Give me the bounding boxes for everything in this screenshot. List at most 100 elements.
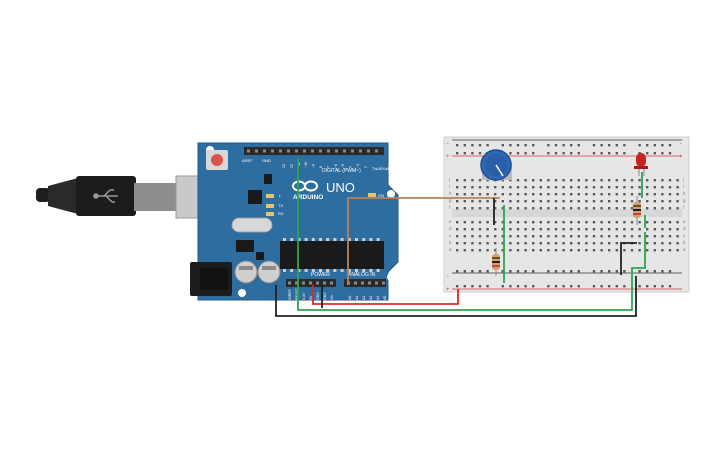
breadboard-hole[interactable]	[608, 193, 611, 196]
breadboard-hole[interactable]	[562, 144, 565, 147]
breadboard-hole[interactable]	[478, 235, 482, 238]
breadboard-hole[interactable]	[509, 270, 512, 273]
breadboard-hole[interactable]	[638, 249, 641, 252]
breadboard-hole[interactable]	[562, 235, 565, 238]
breadboard-hole[interactable]	[471, 186, 474, 189]
led[interactable]	[634, 153, 648, 176]
breadboard-hole[interactable]	[539, 249, 542, 252]
breadboard-hole[interactable]	[478, 207, 482, 210]
breadboard-hole[interactable]	[577, 235, 580, 238]
breadboard-hole[interactable]	[646, 285, 649, 288]
wire-orange-a0[interactable]	[347, 197, 500, 285]
breadboard-hole[interactable]	[638, 200, 641, 203]
breadboard-hole[interactable]	[646, 207, 649, 210]
breadboard-hole[interactable]	[653, 235, 656, 238]
breadboard-hole[interactable]	[539, 186, 542, 189]
breadboard-hole[interactable]	[562, 200, 565, 203]
breadboard-hole[interactable]	[600, 270, 603, 273]
breadboard-hole[interactable]	[516, 152, 520, 155]
breadboard-hole[interactable]	[608, 221, 611, 224]
breadboard-hole[interactable]	[592, 152, 596, 155]
breadboard-hole[interactable]	[570, 285, 573, 288]
breadboard-hole[interactable]	[623, 235, 626, 238]
breadboard-hole[interactable]	[509, 200, 512, 203]
breadboard-hole[interactable]	[577, 200, 580, 203]
breadboard-hole[interactable]	[532, 193, 535, 196]
breadboard-hole[interactable]	[668, 186, 672, 189]
breadboard-hole[interactable]	[486, 228, 489, 231]
breadboard-hole[interactable]	[577, 270, 580, 273]
breadboard-hole[interactable]	[653, 200, 656, 203]
breadboard-hole[interactable]	[509, 186, 512, 189]
breadboard-hole[interactable]	[516, 249, 520, 252]
breadboard-hole[interactable]	[562, 270, 565, 273]
breadboard-hole[interactable]	[554, 200, 558, 203]
breadboard-hole[interactable]	[532, 207, 535, 210]
breadboard-hole[interactable]	[516, 242, 520, 245]
breadboard-hole[interactable]	[509, 152, 512, 155]
breadboard-hole[interactable]	[623, 179, 626, 182]
breadboard-hole[interactable]	[608, 228, 611, 231]
breadboard-hole[interactable]	[478, 285, 482, 288]
wire-red-5v[interactable]	[312, 285, 459, 305]
breadboard-hole[interactable]	[562, 207, 565, 210]
breadboard-hole[interactable]	[570, 186, 573, 189]
header-pin[interactable]	[375, 149, 378, 153]
breadboard-hole[interactable]	[478, 249, 482, 252]
breadboard-hole[interactable]	[524, 221, 527, 224]
breadboard-hole[interactable]	[646, 270, 649, 273]
breadboard-hole[interactable]	[463, 186, 466, 189]
breadboard-hole[interactable]	[456, 221, 459, 224]
breadboard-hole[interactable]	[577, 221, 580, 224]
breadboard-hole[interactable]	[471, 200, 474, 203]
breadboard-hole[interactable]	[501, 200, 504, 203]
breadboard-hole[interactable]	[524, 193, 527, 196]
breadboard-hole[interactable]	[509, 228, 512, 231]
breadboard-hole[interactable]	[501, 270, 504, 273]
breadboard-hole[interactable]	[592, 200, 596, 203]
breadboard-hole[interactable]	[524, 242, 527, 245]
breadboard-hole[interactable]	[570, 144, 573, 147]
breadboard-hole[interactable]	[600, 193, 603, 196]
breadboard-hole[interactable]	[608, 285, 611, 288]
breadboard-hole[interactable]	[554, 242, 558, 245]
breadboard-hole[interactable]	[592, 285, 596, 288]
breadboard-hole[interactable]	[456, 186, 459, 189]
breadboard-hole[interactable]	[592, 186, 596, 189]
breadboard-hole[interactable]	[463, 249, 466, 252]
breadboard-hole[interactable]	[463, 235, 466, 238]
breadboard-hole[interactable]	[668, 228, 672, 231]
breadboard-hole[interactable]	[570, 221, 573, 224]
breadboard-hole[interactable]	[494, 207, 497, 210]
breadboard-hole[interactable]	[638, 193, 641, 196]
breadboard-hole[interactable]	[661, 235, 664, 238]
breadboard-hole[interactable]	[676, 179, 679, 182]
breadboard-hole[interactable]	[630, 200, 634, 203]
breadboard-hole[interactable]	[615, 144, 618, 147]
breadboard-hole[interactable]	[646, 193, 649, 196]
breadboard-hole[interactable]	[668, 193, 672, 196]
breadboard-hole[interactable]	[608, 186, 611, 189]
breadboard-hole[interactable]	[630, 249, 634, 252]
header-pin[interactable]	[327, 149, 330, 153]
breadboard-hole[interactable]	[570, 207, 573, 210]
breadboard-hole[interactable]	[615, 242, 618, 245]
breadboard-hole[interactable]	[661, 285, 664, 288]
breadboard-hole[interactable]	[539, 200, 542, 203]
breadboard-hole[interactable]	[501, 242, 504, 245]
breadboard-hole[interactable]	[547, 249, 550, 252]
breadboard-hole[interactable]	[494, 186, 497, 189]
breadboard-hole[interactable]	[668, 242, 672, 245]
breadboard-hole[interactable]	[661, 207, 664, 210]
resistor-led[interactable]	[633, 196, 641, 225]
breadboard-hole[interactable]	[668, 144, 672, 147]
breadboard-hole[interactable]	[661, 228, 664, 231]
breadboard-hole[interactable]	[577, 285, 580, 288]
breadboard-hole[interactable]	[516, 221, 520, 224]
breadboard-hole[interactable]	[608, 235, 611, 238]
breadboard-hole[interactable]	[608, 179, 611, 182]
breadboard-hole[interactable]	[501, 179, 504, 182]
breadboard-hole[interactable]	[653, 221, 656, 224]
breadboard-hole[interactable]	[661, 193, 664, 196]
